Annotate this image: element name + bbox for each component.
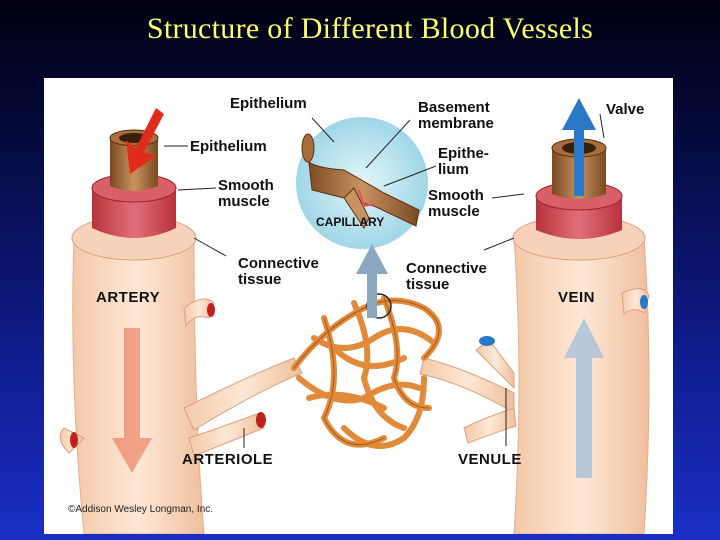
vein-vessel — [512, 98, 650, 534]
label-smooth-muscle-artery: Smooth muscle — [218, 177, 274, 210]
arteriole-venule-branches — [183, 336, 517, 457]
label-venule: VENULE — [458, 451, 522, 468]
capillary-inset — [296, 117, 428, 318]
label-epithelium-top: Epithelium — [230, 95, 307, 112]
label-basement-membrane: Basement membrane — [418, 99, 494, 132]
label-vein: VEIN — [558, 289, 596, 306]
label-smooth-muscle-vein: Smooth muscle — [428, 187, 484, 220]
artery-vessel — [59, 108, 215, 534]
artery-internal-arrow — [112, 328, 152, 473]
label-artery: ARTERY — [96, 289, 161, 306]
copyright-notice: ©Addison Wesley Longman, Inc. — [68, 504, 214, 515]
vein-internal-arrow — [564, 318, 604, 478]
label-valve: Valve — [606, 101, 645, 118]
label-epithelium-vein: Epithe- lium — [438, 145, 489, 178]
label-connective-vein: Connective tissue — [406, 260, 487, 293]
diagram-panel: Epithelium Basement membrane Valve Epith… — [44, 78, 673, 534]
artery-flow-arrow — [126, 108, 164, 174]
inset-arrow — [356, 244, 388, 318]
vein-flow-arrow — [562, 98, 596, 196]
label-epithelium-artery: Epithelium — [190, 138, 267, 155]
label-connective-artery: Connective tissue — [238, 255, 319, 288]
label-capillary: CAPILLARY — [316, 215, 385, 229]
leader-lines — [164, 113, 605, 448]
blood-vessel-illustration — [59, 98, 650, 534]
label-arteriole: ARTERIOLE — [182, 451, 274, 468]
capillary-bed — [291, 295, 442, 449]
slide-title: Structure of Different Blood Vessels — [146, 12, 594, 45]
